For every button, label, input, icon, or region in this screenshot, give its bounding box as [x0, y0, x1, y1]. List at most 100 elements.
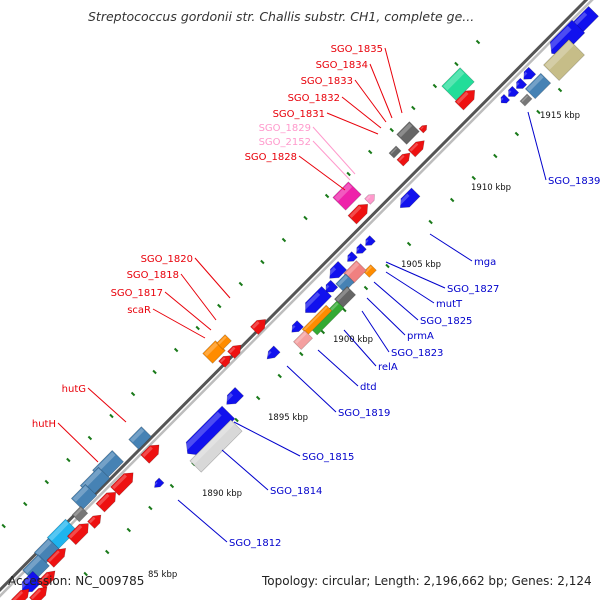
gene-label[interactable]: SGO_1839 — [548, 176, 600, 187]
gene-label[interactable]: SGO_1833 — [301, 76, 353, 87]
page-title: Streptococcus gordonii str. Challis subs… — [88, 9, 475, 24]
gene-label[interactable]: SGO_1812 — [229, 538, 281, 549]
gene-feature-shape — [441, 67, 475, 101]
tick-label: 1900 kbp — [333, 335, 373, 345]
gene-feature-shape — [523, 66, 537, 80]
gene-label[interactable]: SGO_1827 — [447, 284, 499, 295]
tick-mark-outer — [432, 83, 438, 89]
gene-feature-shape — [364, 194, 375, 205]
tick-mark-inner — [277, 373, 282, 379]
gene-feature — [364, 194, 375, 205]
gene-label[interactable]: SGO_1828 — [245, 152, 297, 163]
gene-label[interactable]: dtd — [360, 382, 377, 393]
gene-label[interactable]: SGO_1834 — [316, 60, 368, 71]
gene-label[interactable]: mutT — [436, 299, 463, 310]
gene-label[interactable]: SGO_1825 — [420, 316, 472, 327]
gene-feature-gloss — [48, 550, 60, 563]
gene-feature-gloss — [35, 539, 52, 556]
gene-feature-shape — [418, 124, 428, 134]
gene-feature — [355, 243, 367, 254]
gene-feature-gloss — [111, 474, 127, 490]
gene-label[interactable]: scaR — [127, 305, 151, 316]
gene-label[interactable]: SGO_1829 — [259, 123, 311, 134]
tick-mark-outer — [475, 39, 481, 45]
label-leader-line — [317, 349, 359, 387]
gene-feature-shape — [293, 330, 313, 350]
tick-mark-inner — [169, 483, 175, 489]
gene-label[interactable]: SGO_1823 — [391, 348, 443, 359]
gene-labels[interactable]: SGO_1835SGO_1834SGO_1833SGO_1832SGO_1831… — [32, 44, 600, 549]
gene-feature — [70, 483, 98, 511]
gene-feature-gloss — [68, 524, 83, 539]
gene-feature-gloss — [130, 428, 145, 443]
gene-feature — [182, 405, 236, 456]
gene-feature-gloss — [526, 74, 544, 92]
gene-feature — [202, 340, 226, 364]
gene-feature-shape — [10, 588, 30, 600]
gene-feature — [28, 586, 48, 600]
label-leader-line — [361, 310, 390, 353]
gene-label[interactable]: mga — [474, 257, 496, 268]
label-leader-line — [180, 273, 217, 321]
gene-feature — [396, 152, 411, 167]
tick-mark-outer — [367, 149, 373, 155]
tick-mark-outer — [389, 127, 394, 133]
gene-feature-shape — [250, 318, 266, 335]
gene-feature-shape — [226, 386, 245, 405]
gene-feature — [223, 386, 245, 405]
label-leader-line — [177, 499, 228, 543]
gene-feature-gloss — [97, 493, 110, 506]
gene-feature — [250, 318, 266, 335]
gene-feature-gloss — [334, 183, 353, 202]
gene-feature-shape — [524, 72, 552, 100]
gene-label[interactable]: hutH — [32, 419, 56, 430]
gene-feature — [140, 444, 160, 464]
gene-feature — [347, 203, 369, 225]
gene-feature — [364, 235, 376, 246]
gene-feature — [506, 85, 520, 97]
gene-label[interactable]: SGO_1814 — [270, 486, 322, 497]
gene-feature — [95, 491, 117, 513]
gene-feature-gloss — [390, 147, 398, 155]
gene-label[interactable]: relA — [378, 362, 398, 373]
gene-feature-gloss — [337, 275, 348, 286]
gene-label[interactable]: SGO_1820 — [141, 254, 193, 265]
gene-feature-gloss — [73, 507, 83, 517]
label-leader-line — [527, 111, 547, 181]
gene-feature — [407, 140, 425, 158]
gene-feature-gloss — [48, 520, 69, 541]
gene-label[interactable]: hutG — [62, 384, 86, 395]
gene-label[interactable]: SGO_2152 — [259, 137, 311, 148]
tick-mark-inner — [83, 571, 88, 577]
gene-feature-gloss — [251, 321, 260, 329]
gene-feature — [543, 39, 585, 81]
gene-label[interactable]: SGO_1831 — [273, 109, 325, 120]
gene-feature-gloss — [81, 468, 102, 489]
gene-feature-shape — [500, 93, 511, 104]
gene-feature-shape — [396, 121, 420, 145]
tick-mark-inner — [557, 87, 563, 93]
tick-mark-outer — [324, 193, 330, 199]
tick-mark-inner — [320, 329, 326, 335]
gene-feature-shape — [36, 570, 56, 590]
gene-label[interactable]: SGO_1818 — [127, 270, 179, 281]
gene-label[interactable]: SGO_1835 — [331, 44, 383, 55]
gene-label[interactable]: prmA — [407, 331, 434, 342]
tick-mark-outer — [87, 435, 93, 441]
gene-feature-shape — [388, 145, 402, 159]
gene-label[interactable]: SGO_1817 — [111, 288, 163, 299]
gene-label[interactable]: SGO_1819 — [338, 408, 390, 419]
gene-feature — [87, 514, 102, 529]
tick-mark-outer — [23, 501, 28, 507]
gene-feature — [301, 286, 332, 313]
gene-feature — [153, 477, 165, 488]
label-leader-line — [384, 47, 403, 114]
label-leader-line — [354, 79, 387, 123]
gene-label[interactable]: SGO_1832 — [288, 93, 340, 104]
tick-mark-outer — [303, 215, 308, 221]
gene-feature-shape — [71, 505, 89, 523]
gene-label[interactable]: SGO_1815 — [302, 452, 354, 463]
gene-feature-shape — [356, 243, 367, 254]
tick-mark-outer — [411, 105, 416, 111]
